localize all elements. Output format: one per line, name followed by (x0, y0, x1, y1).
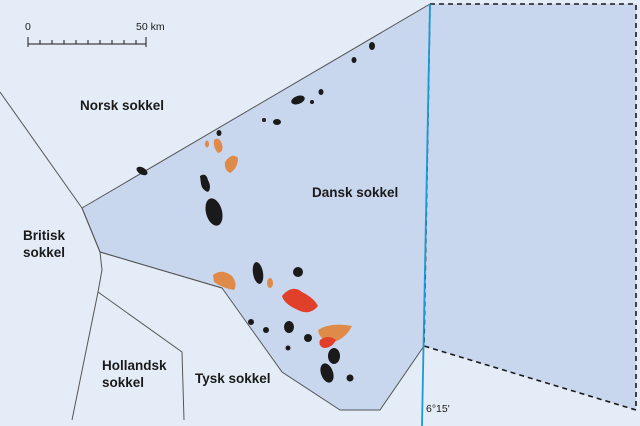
field-black (351, 57, 357, 63)
label-britisk-line2: sokkel (23, 245, 65, 260)
sector-boundaries (0, 91, 223, 421)
field-orange (224, 155, 238, 173)
field-orange (267, 278, 273, 288)
label-hollandsk-line2: sokkel (102, 375, 144, 390)
field-black (284, 321, 294, 333)
field-black (263, 327, 269, 333)
field-black (346, 374, 354, 382)
boundary-uk-germany (71, 291, 99, 421)
boundary-uk-denmark (81, 207, 103, 293)
field-black (293, 267, 303, 277)
boundary-norway-uk (0, 91, 83, 209)
field-black (273, 119, 281, 125)
scale-bar-end-label: 50 km (136, 21, 165, 33)
field-red (319, 337, 336, 348)
field-black (369, 42, 375, 50)
field-black (291, 95, 305, 105)
boundary-netherlands-germany (97, 291, 185, 421)
field-black (252, 262, 264, 284)
field-black (320, 363, 334, 383)
meridian-label: 6°15' (426, 403, 450, 415)
meridian-line (421, 3, 431, 426)
field-orange (213, 271, 236, 290)
field-black (318, 89, 324, 95)
boundary-denmark-germany (99, 251, 223, 289)
fields (136, 42, 375, 383)
scale-bar-start-label: 0 (25, 21, 31, 33)
field-black (328, 348, 340, 364)
field-black (216, 130, 222, 136)
label-hollandsk-line1: Hollandsk (102, 358, 167, 373)
scale-bar (27, 37, 147, 47)
field-black (310, 100, 314, 104)
label-tysk-sokkel: Tysk sokkel (195, 371, 271, 386)
field-black (205, 198, 223, 226)
field-black (304, 334, 312, 342)
field-orange (213, 138, 223, 153)
field-black (200, 174, 210, 192)
field-black (285, 345, 291, 351)
label-norsk-sokkel: Norsk sokkel (80, 98, 164, 113)
field-red (282, 288, 318, 313)
label-britisk-line1: Britisk (23, 228, 66, 243)
field-black (136, 166, 148, 176)
field-orange (205, 140, 209, 148)
label-dansk-sokkel: Dansk sokkel (312, 185, 398, 200)
field-black (262, 118, 266, 122)
dashed-sector-area (423, 3, 637, 412)
field-black (248, 319, 254, 325)
